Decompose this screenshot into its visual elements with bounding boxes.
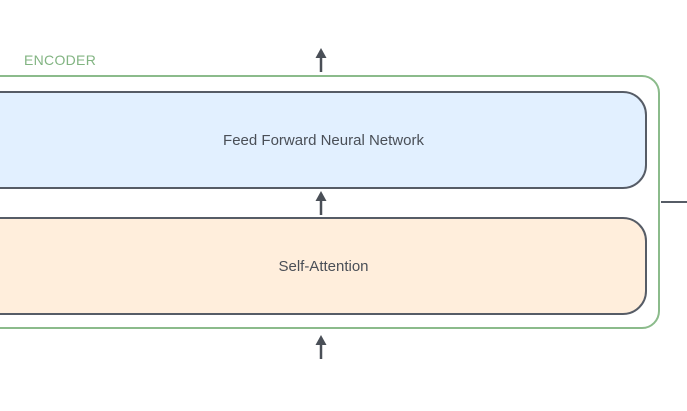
encoder-label: ENCODER bbox=[24, 52, 97, 68]
encoder-frame bbox=[0, 75, 660, 329]
self-attention-layer-box: Self-Attention bbox=[0, 217, 647, 315]
feed-forward-layer-box: Feed Forward Neural Network bbox=[0, 91, 647, 189]
arrow-up-icon bbox=[315, 335, 327, 359]
self-attention-layer-label: Self-Attention bbox=[278, 257, 369, 275]
feed-forward-layer-label: Feed Forward Neural Network bbox=[223, 131, 424, 149]
encoder-side-connector bbox=[661, 201, 687, 203]
arrow-up-icon bbox=[315, 48, 327, 72]
